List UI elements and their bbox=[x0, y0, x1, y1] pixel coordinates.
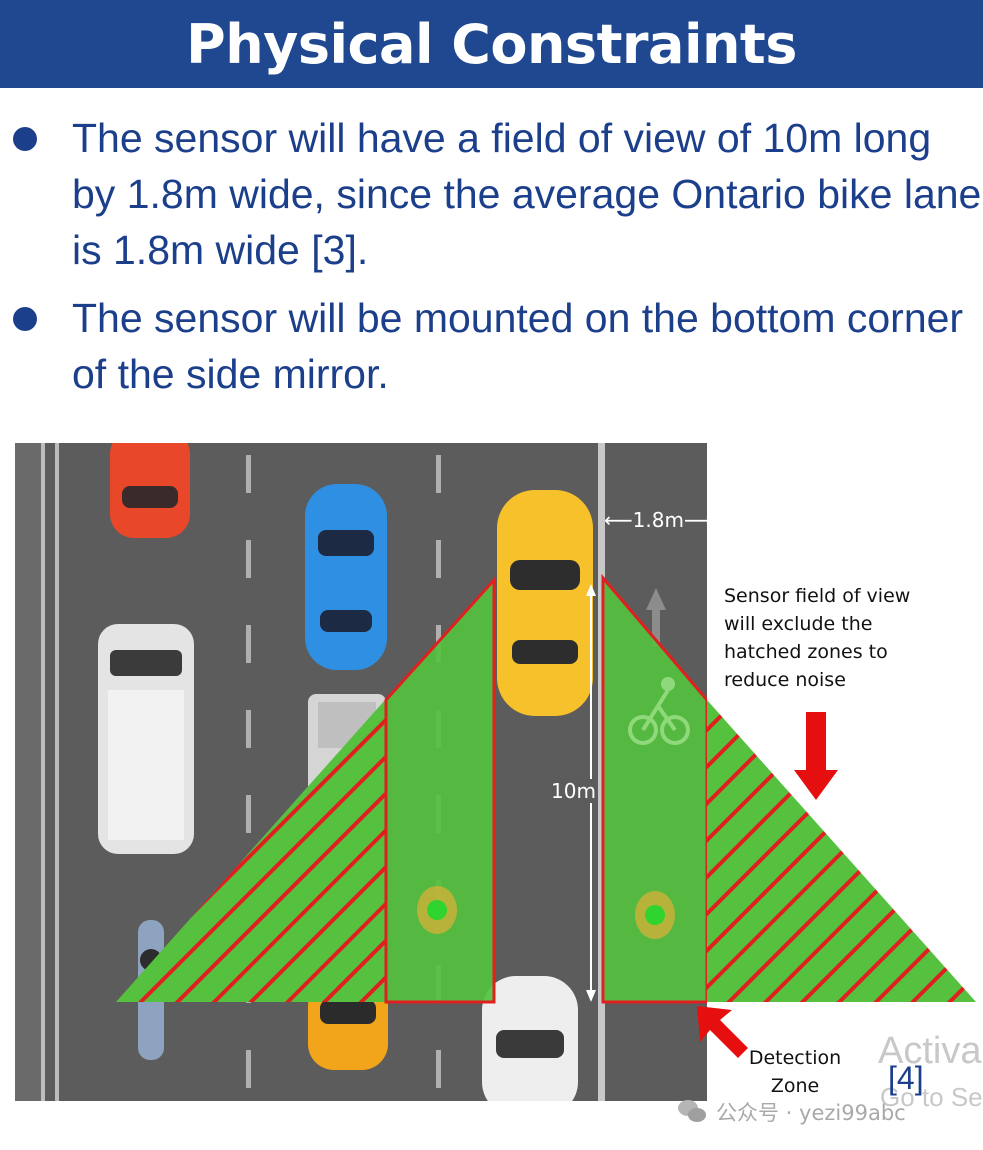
bullet-dot-icon bbox=[13, 307, 37, 331]
bullet-item: The sensor will have a field of view of … bbox=[0, 110, 983, 278]
cyclist-icon bbox=[417, 886, 457, 934]
goto-overlay-text: Go to Se bbox=[880, 1082, 983, 1112]
yellow-car bbox=[497, 490, 593, 716]
fov-line: Sensor field of view bbox=[724, 585, 911, 607]
road-shoulder bbox=[15, 443, 41, 1101]
bike-lane-arrow-icon bbox=[646, 588, 666, 646]
width-label: ⟵1.8m⟶ bbox=[604, 508, 713, 532]
title-bar: Physical Constraints bbox=[0, 0, 983, 88]
detection-line: Detection bbox=[748, 1047, 842, 1069]
white-car bbox=[482, 976, 578, 1101]
shoulder-line bbox=[41, 443, 45, 1101]
bullet-text: The sensor will have a field of view of … bbox=[72, 115, 982, 273]
detection-line: Zone bbox=[770, 1075, 820, 1097]
red-car bbox=[110, 443, 190, 538]
blue-car bbox=[305, 484, 387, 670]
down-arrow-icon bbox=[794, 712, 838, 800]
watermark: 公众号 · yezi99abc bbox=[678, 1097, 906, 1127]
white-van bbox=[98, 624, 194, 854]
bullet-item: The sensor will be mounted on the bottom… bbox=[0, 290, 983, 402]
fov-line: hatched zones to bbox=[724, 641, 888, 663]
detection-zone-annotation: Detection Zone bbox=[740, 1044, 850, 1100]
hatched-zone-right-extension bbox=[707, 700, 976, 1002]
shoulder-line bbox=[55, 443, 59, 1101]
slide-title: Physical Constraints bbox=[186, 12, 797, 76]
bullet-dot-icon bbox=[13, 127, 37, 151]
bullet-text: The sensor will be mounted on the bottom… bbox=[72, 295, 964, 397]
fov-line: reduce noise bbox=[724, 669, 846, 691]
cyclist-icon bbox=[635, 891, 675, 939]
detection-zone-right bbox=[601, 573, 707, 1004]
detection-zone-left bbox=[384, 576, 496, 1004]
fov-line: will exclude the bbox=[724, 613, 873, 635]
hatched-zone-left bbox=[116, 700, 385, 1002]
reference-label: [4] bbox=[888, 1060, 924, 1096]
fov-annotation: Sensor field of view will exclude the ha… bbox=[724, 582, 910, 694]
length-label: 10m bbox=[550, 779, 597, 803]
detection-arrow-icon bbox=[697, 1006, 748, 1058]
activate-overlay-text: Activa bbox=[878, 1030, 982, 1072]
bullet-list: The sensor will have a field of view of … bbox=[0, 110, 983, 414]
watermark-text: 公众号 · yezi99abc bbox=[716, 1101, 906, 1125]
bicycle-icon bbox=[628, 677, 690, 745]
wechat-icon bbox=[678, 1100, 708, 1124]
orange-car bbox=[308, 980, 388, 1070]
